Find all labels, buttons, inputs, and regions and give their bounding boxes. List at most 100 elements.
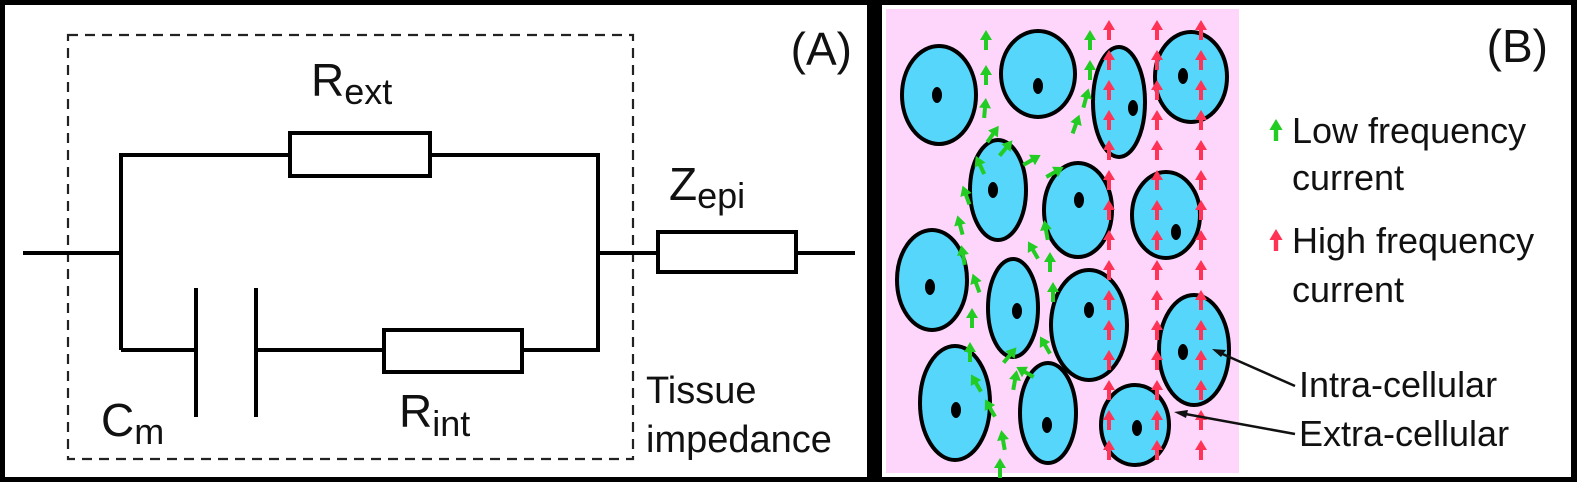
- high-frequency-arrow: [1151, 80, 1163, 100]
- cell-nucleus: [932, 87, 942, 103]
- high-frequency-arrow: [1151, 200, 1163, 220]
- extra-cellular-pointer: [1179, 411, 1296, 436]
- cell-nucleus: [988, 182, 998, 198]
- r-ext-resistor: [288, 131, 432, 178]
- cells-layer: [895, 29, 1231, 467]
- cell-nucleus: [1132, 420, 1142, 436]
- legend-low-frequency: Low frequency current: [1269, 110, 1526, 198]
- cell: [1042, 161, 1114, 259]
- high-frequency-arrow: [1195, 20, 1207, 40]
- cell-nucleus: [1042, 417, 1052, 433]
- z-epi-resistor: [656, 230, 798, 274]
- tissue-label: Tissue: [646, 370, 757, 412]
- cell-nucleus: [1074, 192, 1084, 208]
- r-int-label: Rint: [399, 385, 470, 444]
- low-frequency-arrow: [1084, 60, 1096, 80]
- r-ext-label: Rext: [311, 54, 392, 112]
- low-frequency-arrow: [964, 342, 976, 362]
- cell: [999, 29, 1077, 119]
- high-frequency-arrow: [1103, 50, 1115, 70]
- high-frequency-arrow: [1151, 50, 1163, 70]
- high-frequency-arrow: [1195, 320, 1207, 340]
- high-frequency-arrow: [1151, 260, 1163, 280]
- low-frequency-arrow: [984, 399, 997, 418]
- high-frequency-arrow: [1195, 110, 1207, 130]
- high-frequency-arrow: [1151, 290, 1163, 310]
- extra-pointer-arrowhead: [1174, 410, 1188, 418]
- low-frequency-arrow: [1009, 370, 1021, 391]
- high-frequency-arrow: [1195, 50, 1207, 70]
- high-frequency-arrow: [1151, 320, 1163, 340]
- high-frequency-current-paths: [1103, 20, 1207, 460]
- high-frequency-arrow: [1195, 410, 1207, 430]
- cell-nucleus: [1128, 100, 1138, 116]
- high-frequency-arrow: [1195, 140, 1207, 160]
- cell-nucleus: [1084, 302, 1094, 318]
- low-frequency-arrow: [998, 140, 1013, 157]
- cell-nucleus: [925, 279, 935, 295]
- high-frequency-arrow: [1195, 350, 1207, 370]
- legend-low-line2: current: [1292, 157, 1404, 198]
- cell-nucleus: [951, 402, 961, 418]
- cell: [1091, 45, 1147, 159]
- low-frequency-arrow: [970, 273, 982, 294]
- legend-high-line1: High frequency: [1292, 220, 1534, 261]
- low-frequency-arrow: [1040, 220, 1052, 241]
- low-frequency-arrow: [980, 65, 992, 85]
- cell: [1153, 30, 1229, 124]
- cell: [1130, 170, 1202, 260]
- high-frequency-arrow: [1103, 140, 1115, 160]
- low-frequency-arrow: [960, 185, 972, 206]
- cell-nucleus: [1178, 344, 1188, 360]
- z-epi-label: Zepi: [669, 158, 745, 216]
- low-frequency-arrow: [1070, 114, 1082, 135]
- low-frequency-arrow: [980, 30, 992, 50]
- high-frequency-arrow: [1151, 350, 1163, 370]
- low-frequency-arrow: [1044, 252, 1056, 272]
- low-frequency-arrow: [997, 430, 1009, 451]
- high-frequency-arrow: [1103, 80, 1115, 100]
- low-frequency-arrow: [1027, 241, 1040, 260]
- legend-high-line2: current: [1292, 269, 1404, 310]
- high-frequency-arrow: [1195, 440, 1207, 460]
- cell: [1049, 268, 1129, 382]
- high-frequency-arrow: [1195, 380, 1207, 400]
- high-frequency-arrow: [1195, 230, 1207, 250]
- high-frequency-arrow: [1103, 20, 1115, 40]
- high-frequency-arrow: [1195, 260, 1207, 280]
- high-frequency-arrow: [1103, 410, 1115, 430]
- low-frequency-arrow: [994, 458, 1006, 478]
- high-frequency-arrow: [1151, 230, 1163, 250]
- high-frequency-arrow: [1151, 170, 1163, 190]
- low-frequency-arrow: [957, 245, 969, 266]
- high-frequency-arrow: [1195, 80, 1207, 100]
- high-frequency-arrow: [1151, 440, 1163, 460]
- low-frequency-arrow: [966, 308, 978, 328]
- high-frequency-arrow: [1151, 380, 1163, 400]
- low-frequency-arrow: [1047, 282, 1059, 302]
- low-frequency-arrow: [1080, 88, 1092, 109]
- high-frequency-arrow: [1195, 200, 1207, 220]
- panel-b-tag: (B): [1487, 20, 1548, 72]
- cell: [1157, 293, 1231, 407]
- panel-a: (A) Rext Zepi Cm Rint Tissue impedance: [23, 23, 855, 461]
- high-frequency-arrow: [1151, 410, 1163, 430]
- cell-nucleus: [1178, 68, 1188, 84]
- high-frequency-arrow: [1103, 440, 1115, 460]
- high-frequency-arrow: [1151, 20, 1163, 40]
- high-frequency-arrow: [1103, 350, 1115, 370]
- low-frequency-arrow: [970, 374, 983, 393]
- low-frequency-arrow: [1039, 336, 1052, 355]
- high-frequency-arrow: [1103, 230, 1115, 250]
- intra-cellular-label: Intra-cellular: [1299, 364, 1497, 405]
- high-frequency-arrow: [1103, 200, 1115, 220]
- extra-cellular-label: Extra-cellular: [1299, 413, 1509, 454]
- r-int-resistor: [382, 328, 524, 374]
- cell-nucleus: [1171, 224, 1181, 240]
- low-frequency-arrow: [1022, 154, 1041, 167]
- high-frequency-arrow: [1103, 380, 1115, 400]
- cell-nucleus: [1033, 78, 1043, 94]
- high-frequency-arrow: [1103, 260, 1115, 280]
- low-frequency-current-paths: [954, 30, 1096, 478]
